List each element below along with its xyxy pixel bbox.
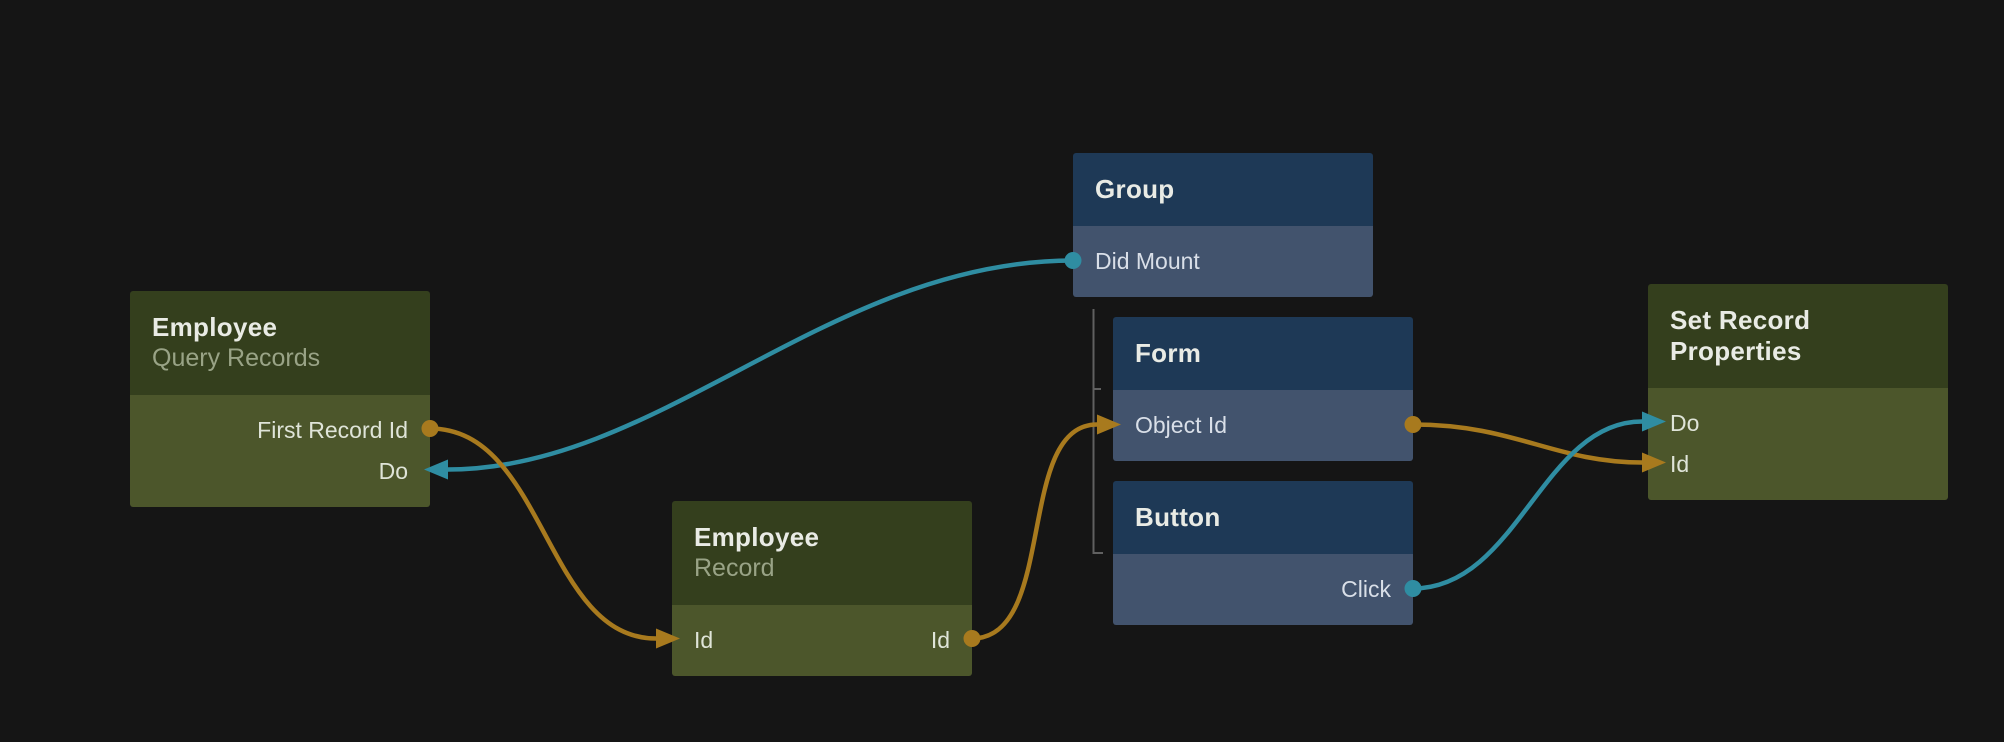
node-set-record-properties[interactable]: Set Record Properties Do Id bbox=[1648, 284, 1948, 500]
wire-click-to-set-do[interactable] bbox=[1412, 419, 1643, 591]
port-id-input[interactable]: Id bbox=[694, 627, 714, 653]
node-form[interactable]: Form Object Id bbox=[1113, 317, 1413, 461]
wire-id-to-object-id[interactable] bbox=[971, 422, 1098, 641]
port-did-mount[interactable]: Did Mount bbox=[1073, 241, 1373, 282]
hierarchy-connector-group-children bbox=[1092, 309, 1103, 554]
port-label: Do bbox=[378, 458, 408, 484]
node-title: Set Record Properties bbox=[1670, 305, 1811, 366]
node-header: Button bbox=[1113, 481, 1413, 554]
port-object-id[interactable]: Object Id bbox=[1113, 405, 1413, 446]
node-body: Did Mount bbox=[1073, 226, 1373, 297]
node-title: Form bbox=[1135, 338, 1202, 368]
node-title: Button bbox=[1135, 502, 1221, 532]
node-employee-record[interactable]: Employee Record Id Id bbox=[672, 501, 972, 676]
node-body: First Record Id Do bbox=[130, 395, 430, 507]
port-click[interactable]: Click bbox=[1113, 569, 1413, 610]
node-employee-query-records[interactable]: Employee Query Records First Record Id D… bbox=[130, 291, 430, 507]
wire-object-id-to-set-id[interactable] bbox=[1412, 422, 1643, 465]
node-subtitle: Query Records bbox=[152, 344, 321, 372]
port-row-id-id: Id Id bbox=[672, 620, 972, 661]
node-button[interactable]: Button Click bbox=[1113, 481, 1413, 625]
node-group[interactable]: Group Did Mount bbox=[1073, 153, 1373, 297]
port-label: Id bbox=[1670, 451, 1690, 477]
node-title: Group bbox=[1095, 174, 1175, 204]
node-header: Set Record Properties bbox=[1648, 284, 1948, 388]
port-first-record-id[interactable]: First Record Id bbox=[130, 410, 430, 451]
node-header: Employee Record bbox=[672, 501, 972, 605]
node-header: Employee Query Records bbox=[130, 291, 430, 395]
port-label: Click bbox=[1341, 576, 1391, 602]
port-do[interactable]: Do bbox=[1648, 403, 1948, 444]
node-title: Employee bbox=[152, 312, 278, 342]
port-id[interactable]: Id bbox=[1648, 444, 1948, 485]
node-body: Object Id bbox=[1113, 390, 1413, 461]
node-header: Form bbox=[1113, 317, 1413, 390]
node-body: Id Id bbox=[672, 605, 972, 676]
port-do[interactable]: Do bbox=[130, 451, 430, 492]
port-id-output[interactable]: Id bbox=[930, 627, 950, 653]
port-label: Object Id bbox=[1135, 412, 1228, 438]
node-title: Employee bbox=[694, 522, 820, 552]
port-label: Do bbox=[1670, 410, 1700, 436]
wire-did-mount-to-do[interactable] bbox=[447, 258, 1074, 472]
node-header: Group bbox=[1073, 153, 1373, 226]
port-label: First Record Id bbox=[257, 417, 408, 443]
node-body: Do Id bbox=[1648, 388, 1948, 500]
port-label: Did Mount bbox=[1095, 248, 1200, 274]
node-body: Click bbox=[1113, 554, 1413, 625]
node-subtitle: Record bbox=[694, 554, 775, 582]
wire-first-record-id-to-id[interactable] bbox=[429, 426, 657, 641]
